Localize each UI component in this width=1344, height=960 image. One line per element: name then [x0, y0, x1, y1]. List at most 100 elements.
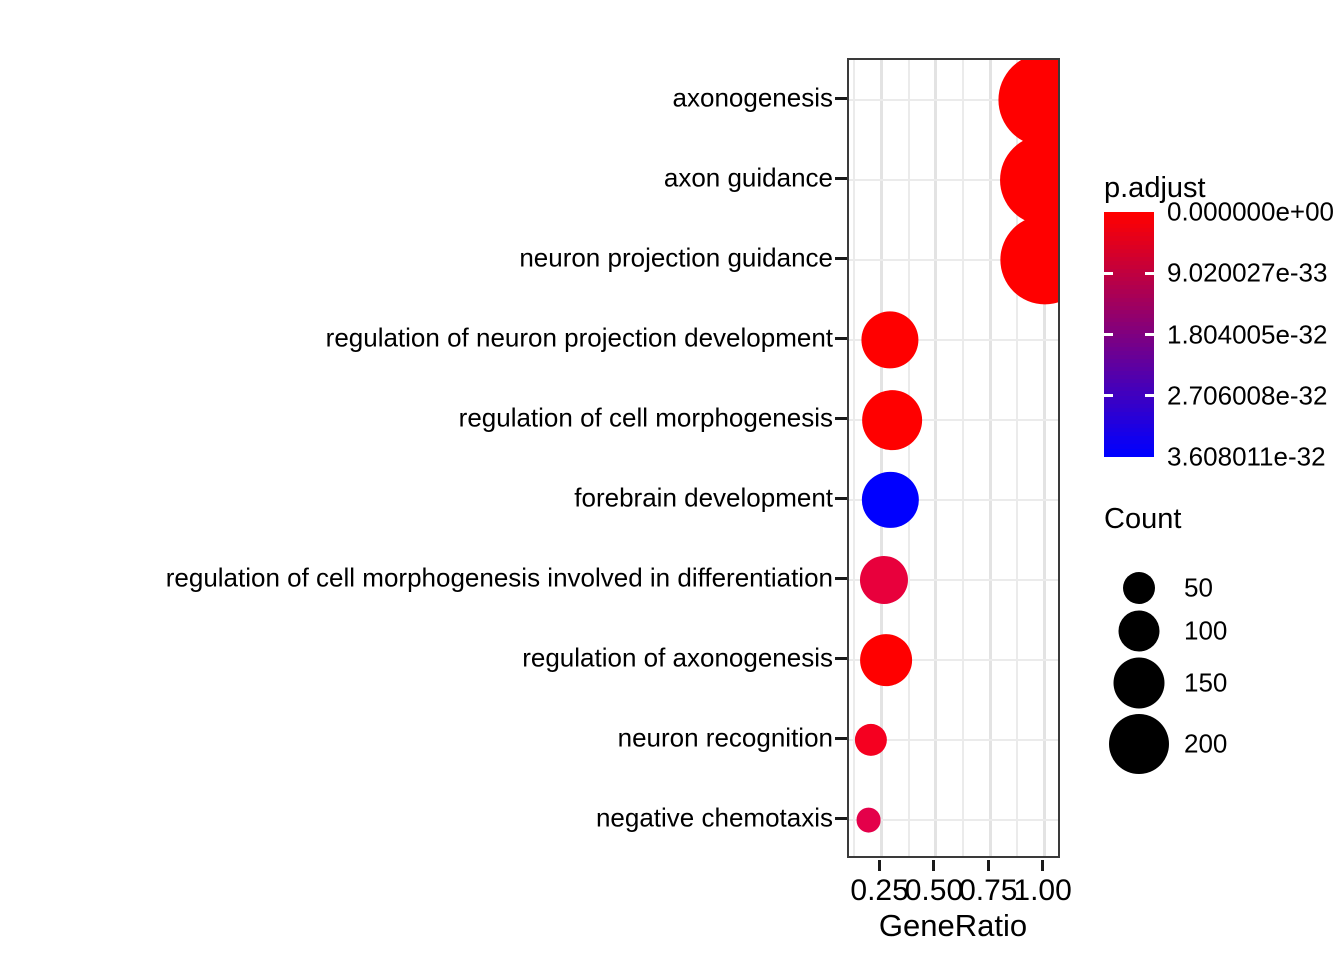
colorbar-segment — [1104, 387, 1154, 392]
colorbar-segment — [1104, 371, 1154, 376]
colorbar-segment — [1104, 366, 1154, 372]
gridline-horizontal — [849, 99, 1058, 101]
colorbar-segment — [1104, 415, 1154, 420]
colorbar-segment — [1104, 293, 1154, 298]
y-axis-tick-mark — [835, 816, 847, 820]
colorbar-segment — [1104, 313, 1154, 319]
y-axis-tick-label: axon guidance — [663, 162, 833, 193]
colorbar-segment — [1104, 309, 1154, 314]
data-point[interactable] — [999, 135, 1058, 225]
gridline-vertical-major — [988, 60, 992, 856]
y-axis-tick-mark — [835, 336, 847, 340]
y-axis-tick-label: neuron recognition — [617, 722, 833, 753]
size-legend-dot — [1118, 610, 1160, 651]
gridline-vertical-minor — [962, 60, 965, 856]
colorbar-segment — [1104, 354, 1154, 359]
colorbar-segment — [1104, 220, 1154, 225]
y-axis-tick-mark — [835, 256, 847, 260]
colorbar-segment — [1104, 338, 1154, 343]
colorbar-segment — [1104, 301, 1154, 306]
y-axis-tick-mark — [835, 736, 847, 740]
data-point[interactable] — [862, 471, 919, 529]
colorbar-segment — [1104, 297, 1154, 302]
colorbar-segment — [1104, 379, 1154, 384]
data-point[interactable] — [859, 555, 908, 605]
colorbar-segment — [1104, 383, 1154, 388]
size-legend-label: 200 — [1184, 728, 1228, 759]
colorbar-label: 9.020027e-33 — [1167, 257, 1328, 288]
colorbar-segment — [1104, 448, 1154, 453]
colorbar-segment — [1104, 216, 1154, 221]
colorbar-segment — [1104, 260, 1154, 266]
size-legend-label: 100 — [1184, 615, 1228, 645]
colorbar-segment — [1104, 322, 1154, 327]
x-axis-tick-label: 0.75 — [959, 874, 1018, 907]
gridline-vertical-minor — [853, 60, 856, 856]
colorbar-segment — [1104, 399, 1154, 404]
colorbar-segment — [1104, 403, 1154, 408]
colorbar-segment — [1104, 342, 1154, 347]
colorbar-segment — [1104, 289, 1154, 294]
y-axis-tick-mark — [835, 656, 847, 660]
x-axis-tick-label: 0.50 — [904, 874, 964, 907]
colorbar-segment — [1104, 240, 1154, 245]
x-axis-tick-mark — [1041, 860, 1045, 871]
colorbar-segment — [1104, 436, 1154, 441]
colorbar-segment — [1104, 419, 1154, 425]
colorbar-segment — [1104, 346, 1154, 351]
colorbar-segment — [1104, 265, 1154, 270]
y-axis-tick-mark — [835, 416, 847, 420]
colorbar-segment — [1104, 362, 1154, 367]
x-axis-tick-mark — [932, 860, 936, 871]
colorbar-segment — [1104, 285, 1154, 290]
size-legend-dot — [1109, 714, 1169, 774]
data-point[interactable] — [999, 215, 1058, 305]
y-axis-tick-label: regulation of axonogenesis — [522, 642, 833, 673]
gridline-vertical-minor — [907, 60, 910, 856]
data-point[interactable] — [862, 390, 923, 450]
colorbar-label: 1.804005e-32 — [1167, 319, 1328, 349]
colorbar-segment — [1104, 212, 1154, 217]
colorbar-segment — [1104, 236, 1154, 241]
colorbar-segment — [1104, 228, 1154, 233]
colorbar-segment — [1104, 334, 1154, 339]
colorbar-segment — [1104, 350, 1154, 355]
y-axis-tick-label: negative chemotaxis — [595, 802, 833, 833]
colorbar-tick — [1104, 271, 1113, 275]
data-point[interactable] — [856, 807, 881, 833]
y-axis-tick-label: axonogenesis — [672, 82, 833, 113]
gridline-horizontal — [849, 179, 1058, 181]
data-point[interactable] — [860, 634, 912, 686]
y-axis-tick-mark — [835, 496, 847, 500]
colorbar-segment — [1104, 407, 1154, 412]
colorbar-segment — [1104, 244, 1154, 249]
x-axis-tick-mark — [986, 860, 990, 871]
colorbar-tick — [1104, 394, 1113, 398]
gridline-vertical-minor — [1016, 60, 1019, 856]
colorbar-segment — [1104, 375, 1154, 380]
colorbar-segment — [1104, 318, 1154, 323]
gridline-horizontal — [849, 579, 1058, 581]
colorbar-segment — [1104, 326, 1154, 331]
gridline-horizontal — [849, 499, 1058, 501]
data-point[interactable] — [854, 723, 887, 757]
data-point[interactable] — [861, 311, 919, 369]
colorbar-segment — [1104, 452, 1154, 457]
y-axis-tick-label: regulation of cell morphogenesis involve… — [165, 562, 833, 593]
gridline-horizontal — [849, 419, 1058, 421]
colorbar-segment — [1104, 411, 1154, 416]
gridline-vertical-major — [880, 60, 884, 856]
colorbar-segment — [1104, 277, 1154, 282]
data-point[interactable] — [998, 60, 1058, 147]
y-axis-tick-label: regulation of neuron projection developm… — [325, 322, 833, 353]
colorbar-segment — [1104, 432, 1154, 437]
colorbar-segment — [1104, 391, 1154, 396]
y-axis-tick-mark — [835, 576, 847, 580]
x-axis-tick-mark — [878, 860, 882, 871]
size-legend-title: Count — [1104, 503, 1182, 535]
y-axis-tick-label: neuron projection guidance — [519, 242, 833, 273]
gridline-vertical-major — [1043, 60, 1047, 856]
colorbar-segment — [1104, 273, 1154, 278]
x-axis-tick-label: 0.25 — [850, 874, 909, 907]
